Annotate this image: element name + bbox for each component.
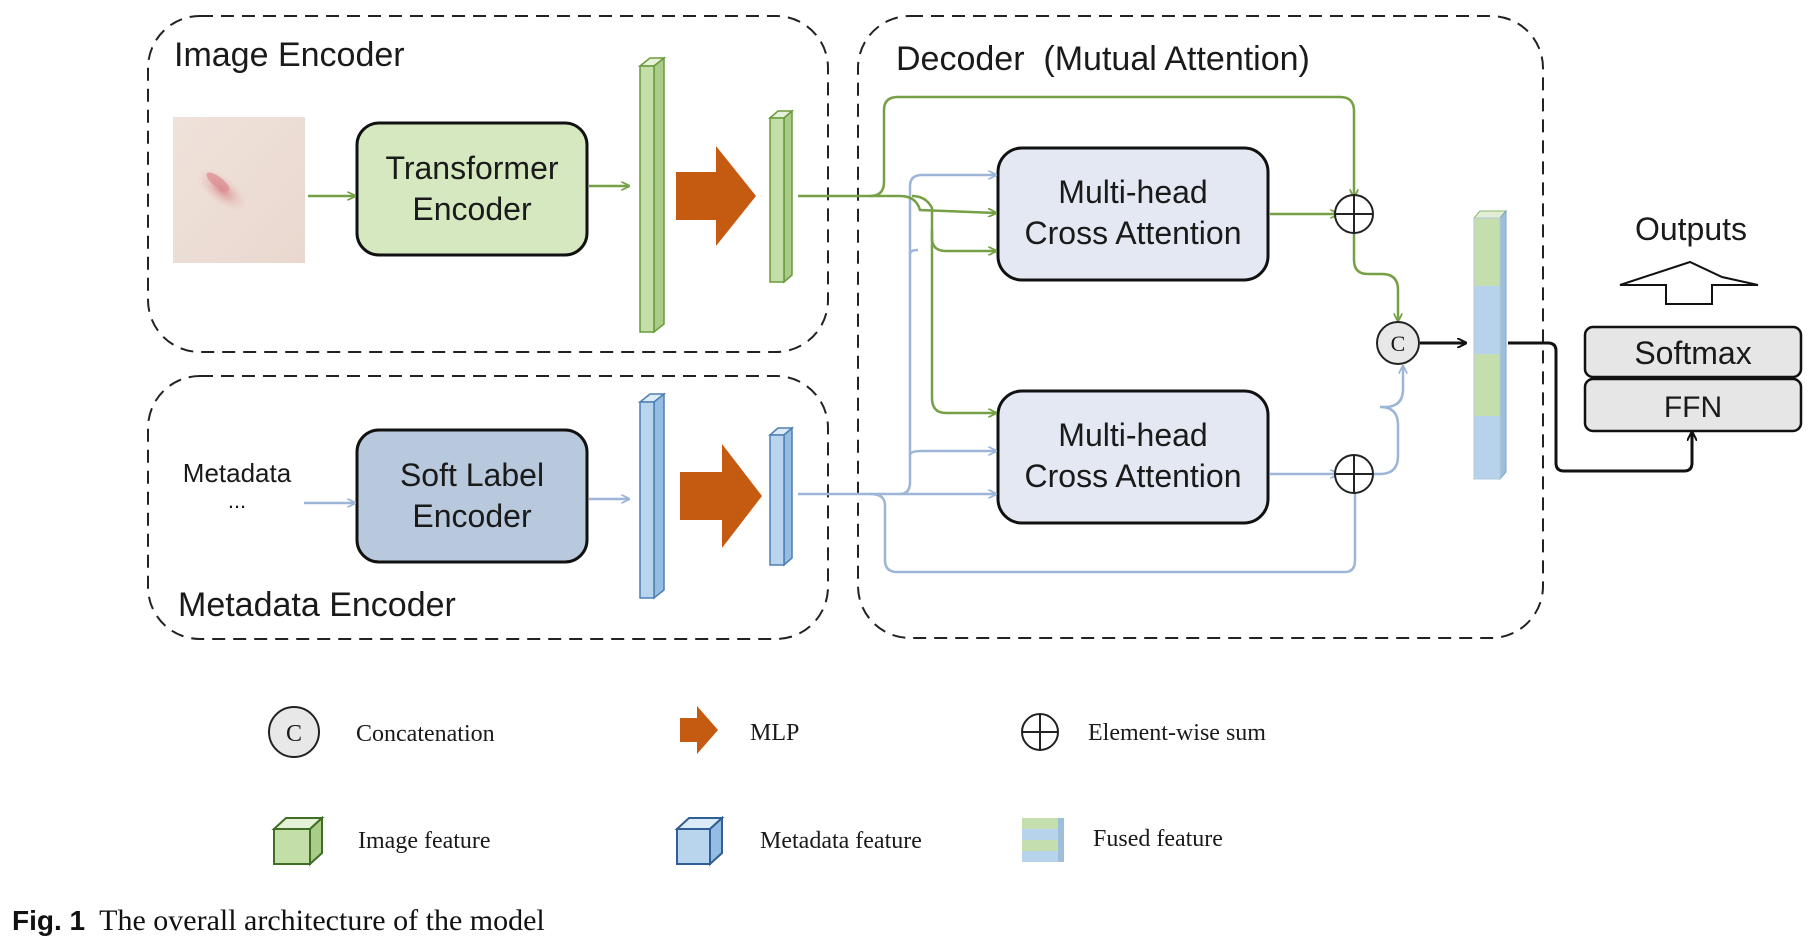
transformer-encoder-block: Transformer Encoder	[355, 121, 589, 257]
image-feature-bar-small	[768, 109, 794, 284]
image-encoder-title: Image Encoder	[174, 36, 405, 74]
svg-text:Encoder: Encoder	[412, 191, 532, 227]
image-encoder-region	[147, 15, 829, 353]
legend-mlp-label: MLP	[750, 720, 799, 746]
figure-label: Fig. 1	[12, 905, 86, 936]
concatenation-node: C	[1376, 321, 1420, 365]
svg-text:Multi-head: Multi-head	[1058, 417, 1207, 453]
decoder-region	[857, 15, 1544, 639]
cross-attention-bottom-block: Multi-head Cross Attention	[996, 389, 1270, 525]
legend-element-wise-sum-label: Element-wise sum	[1088, 720, 1266, 746]
legend-fused-feature-icon	[1022, 818, 1064, 862]
svg-text:Softmax: Softmax	[1634, 335, 1751, 371]
metadata-feature-bar-large	[637, 392, 667, 600]
mlp-arrow-metadata	[680, 444, 762, 548]
svg-text:Transformer: Transformer	[385, 150, 558, 186]
ffn-block: FFN	[1583, 377, 1803, 433]
svg-text:C: C	[1391, 331, 1406, 356]
element-wise-sum-bottom	[1334, 454, 1374, 494]
figure-caption-text: The overall architecture of the model	[99, 904, 545, 937]
cross-attention-top-block: Multi-head Cross Attention	[996, 146, 1270, 282]
legend-mlp-icon	[680, 706, 718, 754]
image-flow-lines	[798, 95, 1398, 413]
legend-fused-feature-label: Fused feature	[1093, 826, 1223, 852]
svg-text:Encoder: Encoder	[412, 498, 532, 534]
figure-caption: Fig. 1 The overall architecture of the mo…	[12, 904, 545, 938]
svg-text:Soft Label: Soft Label	[400, 457, 544, 493]
legend-metadata-feature-cube-icon	[674, 815, 725, 867]
fused-feature-bar	[1472, 209, 1508, 481]
outputs-arrow	[1619, 260, 1759, 305]
arrow-fused-to-ffn	[1508, 341, 1692, 473]
legend-element-wise-sum-icon	[1021, 713, 1059, 751]
legend-metadata-feature-label: Metadata feature	[760, 828, 922, 854]
svg-text:FFN: FFN	[1664, 391, 1722, 424]
metadata-encoder-region	[147, 375, 829, 640]
softmax-block: Softmax	[1583, 325, 1803, 379]
svg-text:Cross Attention: Cross Attention	[1025, 215, 1242, 251]
soft-label-encoder-block: Soft Label Encoder	[355, 428, 589, 564]
legend-image-feature-cube-icon	[271, 815, 325, 867]
outputs-label: Outputs	[1635, 211, 1747, 247]
mlp-arrow-image	[676, 146, 756, 246]
metadata-input-label: Metadata	[183, 458, 292, 488]
svg-text:C: C	[286, 721, 302, 747]
decoder-title: Decoder (Mutual Attention)	[896, 40, 1310, 78]
legend-image-feature-label: Image feature	[358, 828, 491, 854]
metadata-input-ellipsis: ...	[228, 488, 246, 513]
metadata-feature-bar-small	[768, 426, 794, 567]
element-wise-sum-top	[1334, 194, 1374, 234]
legend-concatenation-icon: C	[268, 706, 320, 758]
metadata-flow-lines	[798, 175, 1403, 574]
metadata-encoder-title: Metadata Encoder	[178, 586, 456, 624]
svg-text:Multi-head: Multi-head	[1058, 174, 1207, 210]
legend-concatenation-label: Concatenation	[356, 721, 495, 747]
skin-lesion-image	[173, 117, 305, 263]
image-feature-bar-large	[637, 56, 667, 334]
svg-text:Cross Attention: Cross Attention	[1025, 458, 1242, 494]
